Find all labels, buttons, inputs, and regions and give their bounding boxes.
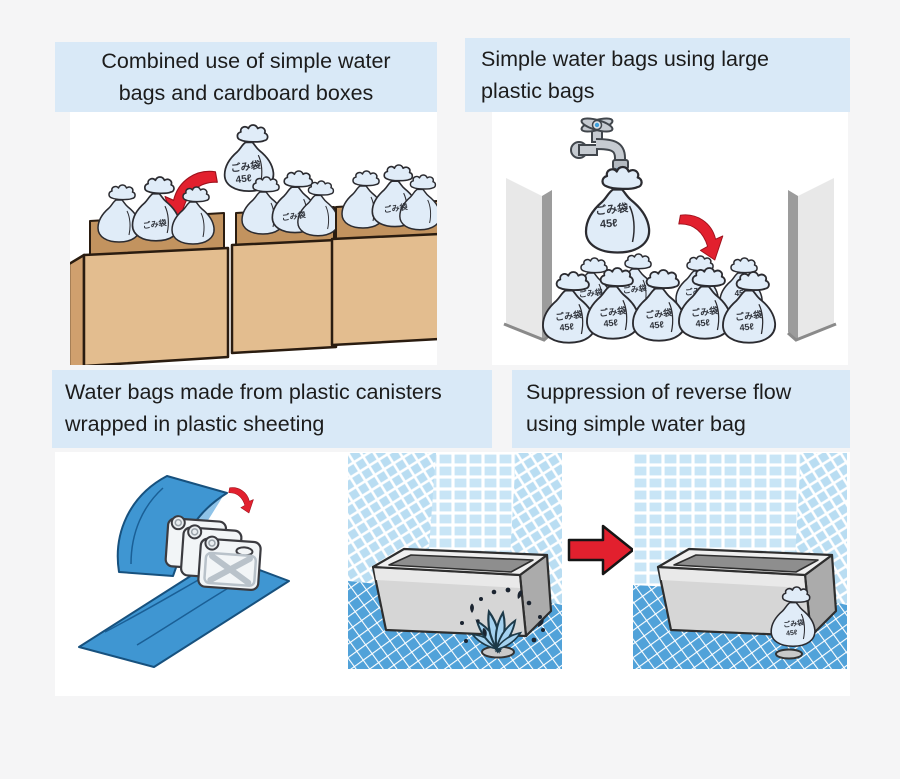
cardboard-box: ごみ袋: [67, 176, 230, 379]
svg-text:45ℓ: 45ℓ: [695, 317, 711, 329]
svg-text:ごみ袋: ごみ袋: [599, 305, 628, 319]
panel-title-canisters-text: Water bags made from plastic canisters w…: [65, 380, 442, 436]
water-bag-on-drain: ごみ袋 45ℓ: [770, 586, 816, 660]
canisters-illustration-svg: [78, 475, 290, 668]
panel-title-reverse-flow: Suppression of reverse flow using simple…: [512, 370, 850, 448]
svg-text:45ℓ: 45ℓ: [559, 321, 575, 333]
panel-title-large-bags-text: Simple water bags using large plastic ba…: [481, 47, 770, 103]
bathtub-waterbag-scene-svg: ごみ袋 45ℓ: [633, 453, 847, 669]
bottom-illustration-row: ごみ袋 45ℓ: [55, 452, 850, 696]
boxes-illustration: ごみ袋 45ℓ ごみ袋 ごみ袋: [67, 112, 442, 379]
right-wall: [787, 178, 837, 342]
red-curved-arrow-icon: [228, 487, 254, 514]
svg-text:ごみ袋: ごみ袋: [383, 201, 409, 214]
large-bags-illustration-svg: ごみ袋 45ℓ ごみ袋 ごみ袋 ごみ袋 45ℓ: [503, 117, 837, 344]
droplets: [460, 587, 546, 643]
svg-text:ごみ袋: ごみ袋: [783, 618, 806, 630]
svg-text:45ℓ: 45ℓ: [599, 217, 618, 230]
svg-text:45ℓ: 45ℓ: [603, 317, 619, 329]
panel-title-reverse-flow-text: Suppression of reverse flow using simple…: [526, 380, 792, 436]
red-curved-arrow-icon: [678, 214, 724, 261]
svg-text:ごみ袋: ごみ袋: [645, 307, 674, 321]
svg-text:45ℓ: 45ℓ: [786, 629, 799, 637]
panel-title-large-bags: Simple water bags using large plastic ba…: [465, 38, 850, 112]
water-bag: ごみ袋 45ℓ: [223, 124, 275, 192]
svg-text:45ℓ: 45ℓ: [649, 319, 665, 331]
svg-text:45ℓ: 45ℓ: [739, 321, 755, 333]
drain-splash: [460, 587, 546, 659]
svg-text:ごみ袋: ごみ袋: [735, 309, 764, 323]
svg-text:45ℓ: 45ℓ: [235, 173, 252, 186]
water-bag-pile-front-row: ごみ袋 45ℓ ごみ袋 45ℓ ごみ袋 45ℓ ごみ袋 45ℓ ごみ袋 45ℓ: [542, 267, 777, 344]
large-bags-illustration: ごみ袋 45ℓ ごみ袋 ごみ袋 ごみ袋 45ℓ: [492, 112, 848, 365]
cardboard-box: ごみ袋: [230, 170, 339, 355]
svg-text:ごみ袋: ごみ袋: [691, 305, 720, 319]
panel-title-boxes-text: Combined use of simple water bags and ca…: [101, 49, 391, 105]
canisters: [164, 515, 262, 592]
svg-text:ごみ袋: ごみ袋: [555, 309, 584, 323]
svg-text:ごみ袋: ごみ袋: [595, 201, 630, 218]
panel-title-canisters: Water bags made from plastic canisters w…: [52, 370, 492, 448]
panel-title-boxes: Combined use of simple water bags and ca…: [55, 42, 437, 112]
svg-text:ごみ袋: ごみ袋: [230, 158, 262, 175]
svg-text:ごみ袋: ごみ袋: [142, 217, 168, 230]
svg-text:ごみ袋: ごみ袋: [281, 209, 307, 222]
water-bag-filling: ごみ袋 45ℓ: [584, 165, 651, 254]
bathtub-splash-scene-svg: [348, 453, 562, 669]
cardboard-box: ごみ袋: [330, 164, 442, 347]
boxes-illustration-svg: ごみ袋 45ℓ ごみ袋 ごみ袋: [67, 124, 442, 379]
red-right-arrow-icon: [567, 524, 635, 576]
